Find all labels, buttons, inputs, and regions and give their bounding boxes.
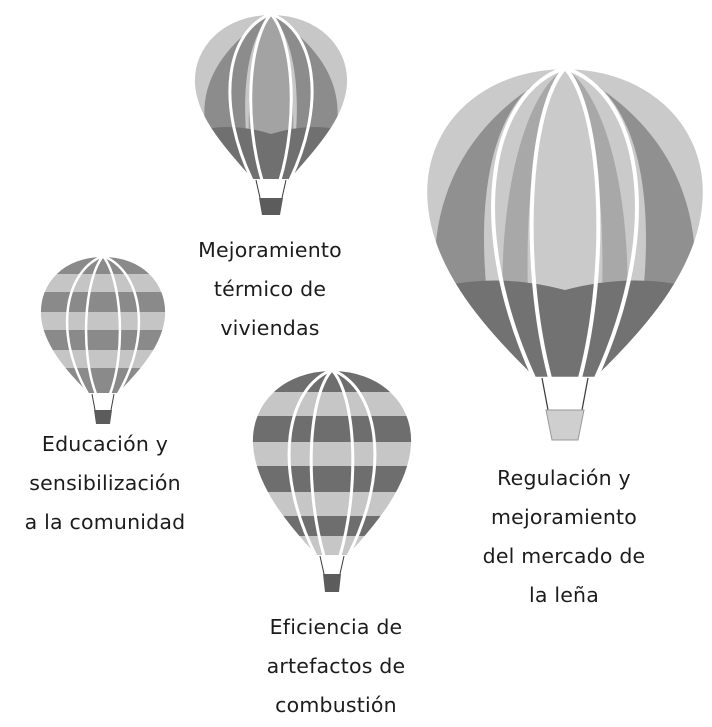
label-regulation: Regulación y mejoramiento del mercado de… xyxy=(444,459,684,615)
label-efficiency-line: combustión xyxy=(275,693,397,717)
label-education-line: sensibilización xyxy=(29,471,181,495)
label-regulation-line: del mercado de xyxy=(482,544,646,568)
label-efficiency: Eficiencia de artefactos de combustión xyxy=(216,608,456,725)
label-education-line: Educación y xyxy=(41,432,169,456)
label-thermal: Mejoramiento térmico de viviendas xyxy=(150,231,390,348)
balloon-regulation xyxy=(424,66,706,441)
label-regulation-line: Regulación y xyxy=(497,466,631,490)
label-efficiency-line: Eficiencia de xyxy=(269,615,403,639)
balloon-education xyxy=(38,254,168,424)
label-efficiency-line: artefactos de xyxy=(266,654,406,678)
label-regulation-line: la leña xyxy=(528,583,600,607)
label-education-line: a la comunidad xyxy=(24,510,186,534)
label-education: Educación y sensibilización a la comunid… xyxy=(0,425,210,542)
balloon-thermal xyxy=(192,12,350,215)
balloon-efficiency xyxy=(250,368,414,592)
label-thermal-line: Mejoramiento xyxy=(198,238,342,262)
label-regulation-line: mejoramiento xyxy=(490,505,638,529)
label-thermal-line: térmico de xyxy=(213,277,327,301)
label-thermal-line: viviendas xyxy=(220,316,320,340)
